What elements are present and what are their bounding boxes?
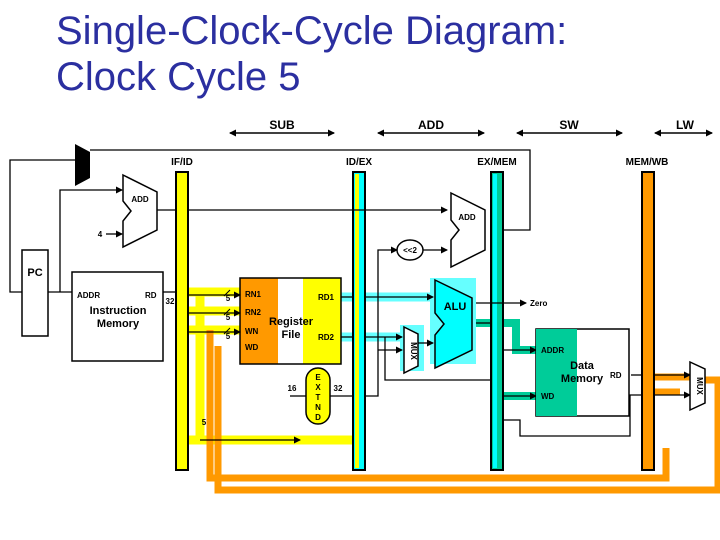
dmem-name-line-2: Memory xyxy=(561,373,604,385)
regfile-rd1-port: RD1 xyxy=(318,293,335,302)
pc-adder xyxy=(122,173,158,249)
sign-extend xyxy=(305,367,331,425)
regfile-wd-port: WD xyxy=(245,343,259,352)
alu-mux-label: MUX xyxy=(409,342,418,360)
pc-register xyxy=(21,249,49,337)
title-line-2: Clock Cycle 5 xyxy=(56,55,301,99)
title-line-1: Single-Clock-Cycle Diagram: xyxy=(56,9,568,53)
extend-letter-5: D xyxy=(315,413,321,422)
slide-title: Single-Clock-Cycle Diagram: Clock Cycle … xyxy=(56,8,567,100)
regfile-name-line-1: Register xyxy=(269,316,314,328)
stage-instr-add: ADD xyxy=(418,118,444,132)
alu-label: ALU xyxy=(444,301,467,313)
reg-label-if-id: IF/ID xyxy=(171,157,193,168)
imem-name-line-2: Memory xyxy=(97,318,140,330)
bus-width-wn: 5 xyxy=(226,332,231,341)
shift-label: <<2 xyxy=(403,246,417,255)
alu xyxy=(434,278,473,370)
branch-adder xyxy=(450,191,486,269)
pipeline-reg-mem-wb xyxy=(641,171,655,471)
bus-width-ext-in: 16 xyxy=(288,384,297,393)
wb-mux-label: MUX xyxy=(695,377,704,395)
pc-label: PC xyxy=(27,267,42,279)
reg-label-ex-mem: EX/MEM xyxy=(477,157,516,168)
datapath-wires xyxy=(9,149,691,444)
alu-src-mux xyxy=(403,325,419,375)
extend-letter-3: T xyxy=(316,393,321,402)
dmem-wd-port: WD xyxy=(541,392,555,401)
stage-label-sw: SW xyxy=(516,118,623,137)
regfile-wn-port: WN xyxy=(245,327,259,336)
data-memory-active xyxy=(536,329,577,416)
extend-letter-4: N xyxy=(315,403,321,412)
branch-adder-label: ADD xyxy=(458,213,476,222)
stage-label-sub: SUB xyxy=(229,118,335,137)
const-four-label: 4 xyxy=(98,230,103,239)
reg-label-mem-wb: MEM/WB xyxy=(626,157,669,168)
alu-zero-output: Zero xyxy=(530,299,547,308)
pc-source-mux xyxy=(75,144,90,186)
dmem-rd-port: RD xyxy=(610,371,622,380)
bus-width-rn1: 5 xyxy=(226,294,231,303)
stage-instr-lw: LW xyxy=(676,118,695,132)
dmem-addr-port: ADDR xyxy=(541,346,564,355)
bus-width-ext-out: 32 xyxy=(334,384,343,393)
imem-addr-port: ADDR xyxy=(77,291,100,300)
dmem-name-line-1: Data xyxy=(570,360,595,372)
pipeline-reg-id-ex-inner xyxy=(355,174,359,468)
regfile-rd2-port: RD2 xyxy=(318,333,335,342)
bus-width-rn2: 5 xyxy=(226,313,231,322)
pc-adder-label: ADD xyxy=(131,195,149,204)
stage-label-add: ADD xyxy=(377,118,485,137)
stage-label-lw: LW xyxy=(654,118,713,137)
regfile-rn1-port: RN1 xyxy=(245,290,262,299)
imem-name-line-1: Instruction xyxy=(90,305,147,317)
pipeline-reg-if-id xyxy=(175,171,189,471)
id-stage-highlight xyxy=(240,278,341,424)
register-file xyxy=(239,277,342,365)
writeback-mux xyxy=(689,360,706,412)
reg-label-id-ex: ID/EX xyxy=(346,157,372,168)
bus-width-imem-out: 32 xyxy=(166,297,175,306)
stage-instr-sub: SUB xyxy=(269,118,295,132)
shift-left-2 xyxy=(396,239,424,261)
stage-instr-sw: SW xyxy=(559,118,579,132)
instruction-memory xyxy=(71,271,164,362)
bus-width-wb-reg: 5 xyxy=(202,418,207,427)
regfile-name-line-2: File xyxy=(282,329,301,341)
regfile-rn2-port: RN2 xyxy=(245,308,262,317)
pipeline-reg-ex-mem-inner xyxy=(493,174,497,468)
imem-rd-port: RD xyxy=(145,291,157,300)
extend-letter-1: E xyxy=(315,373,321,382)
extend-letter-2: X xyxy=(315,383,321,392)
bus-slash-marks xyxy=(223,289,231,335)
